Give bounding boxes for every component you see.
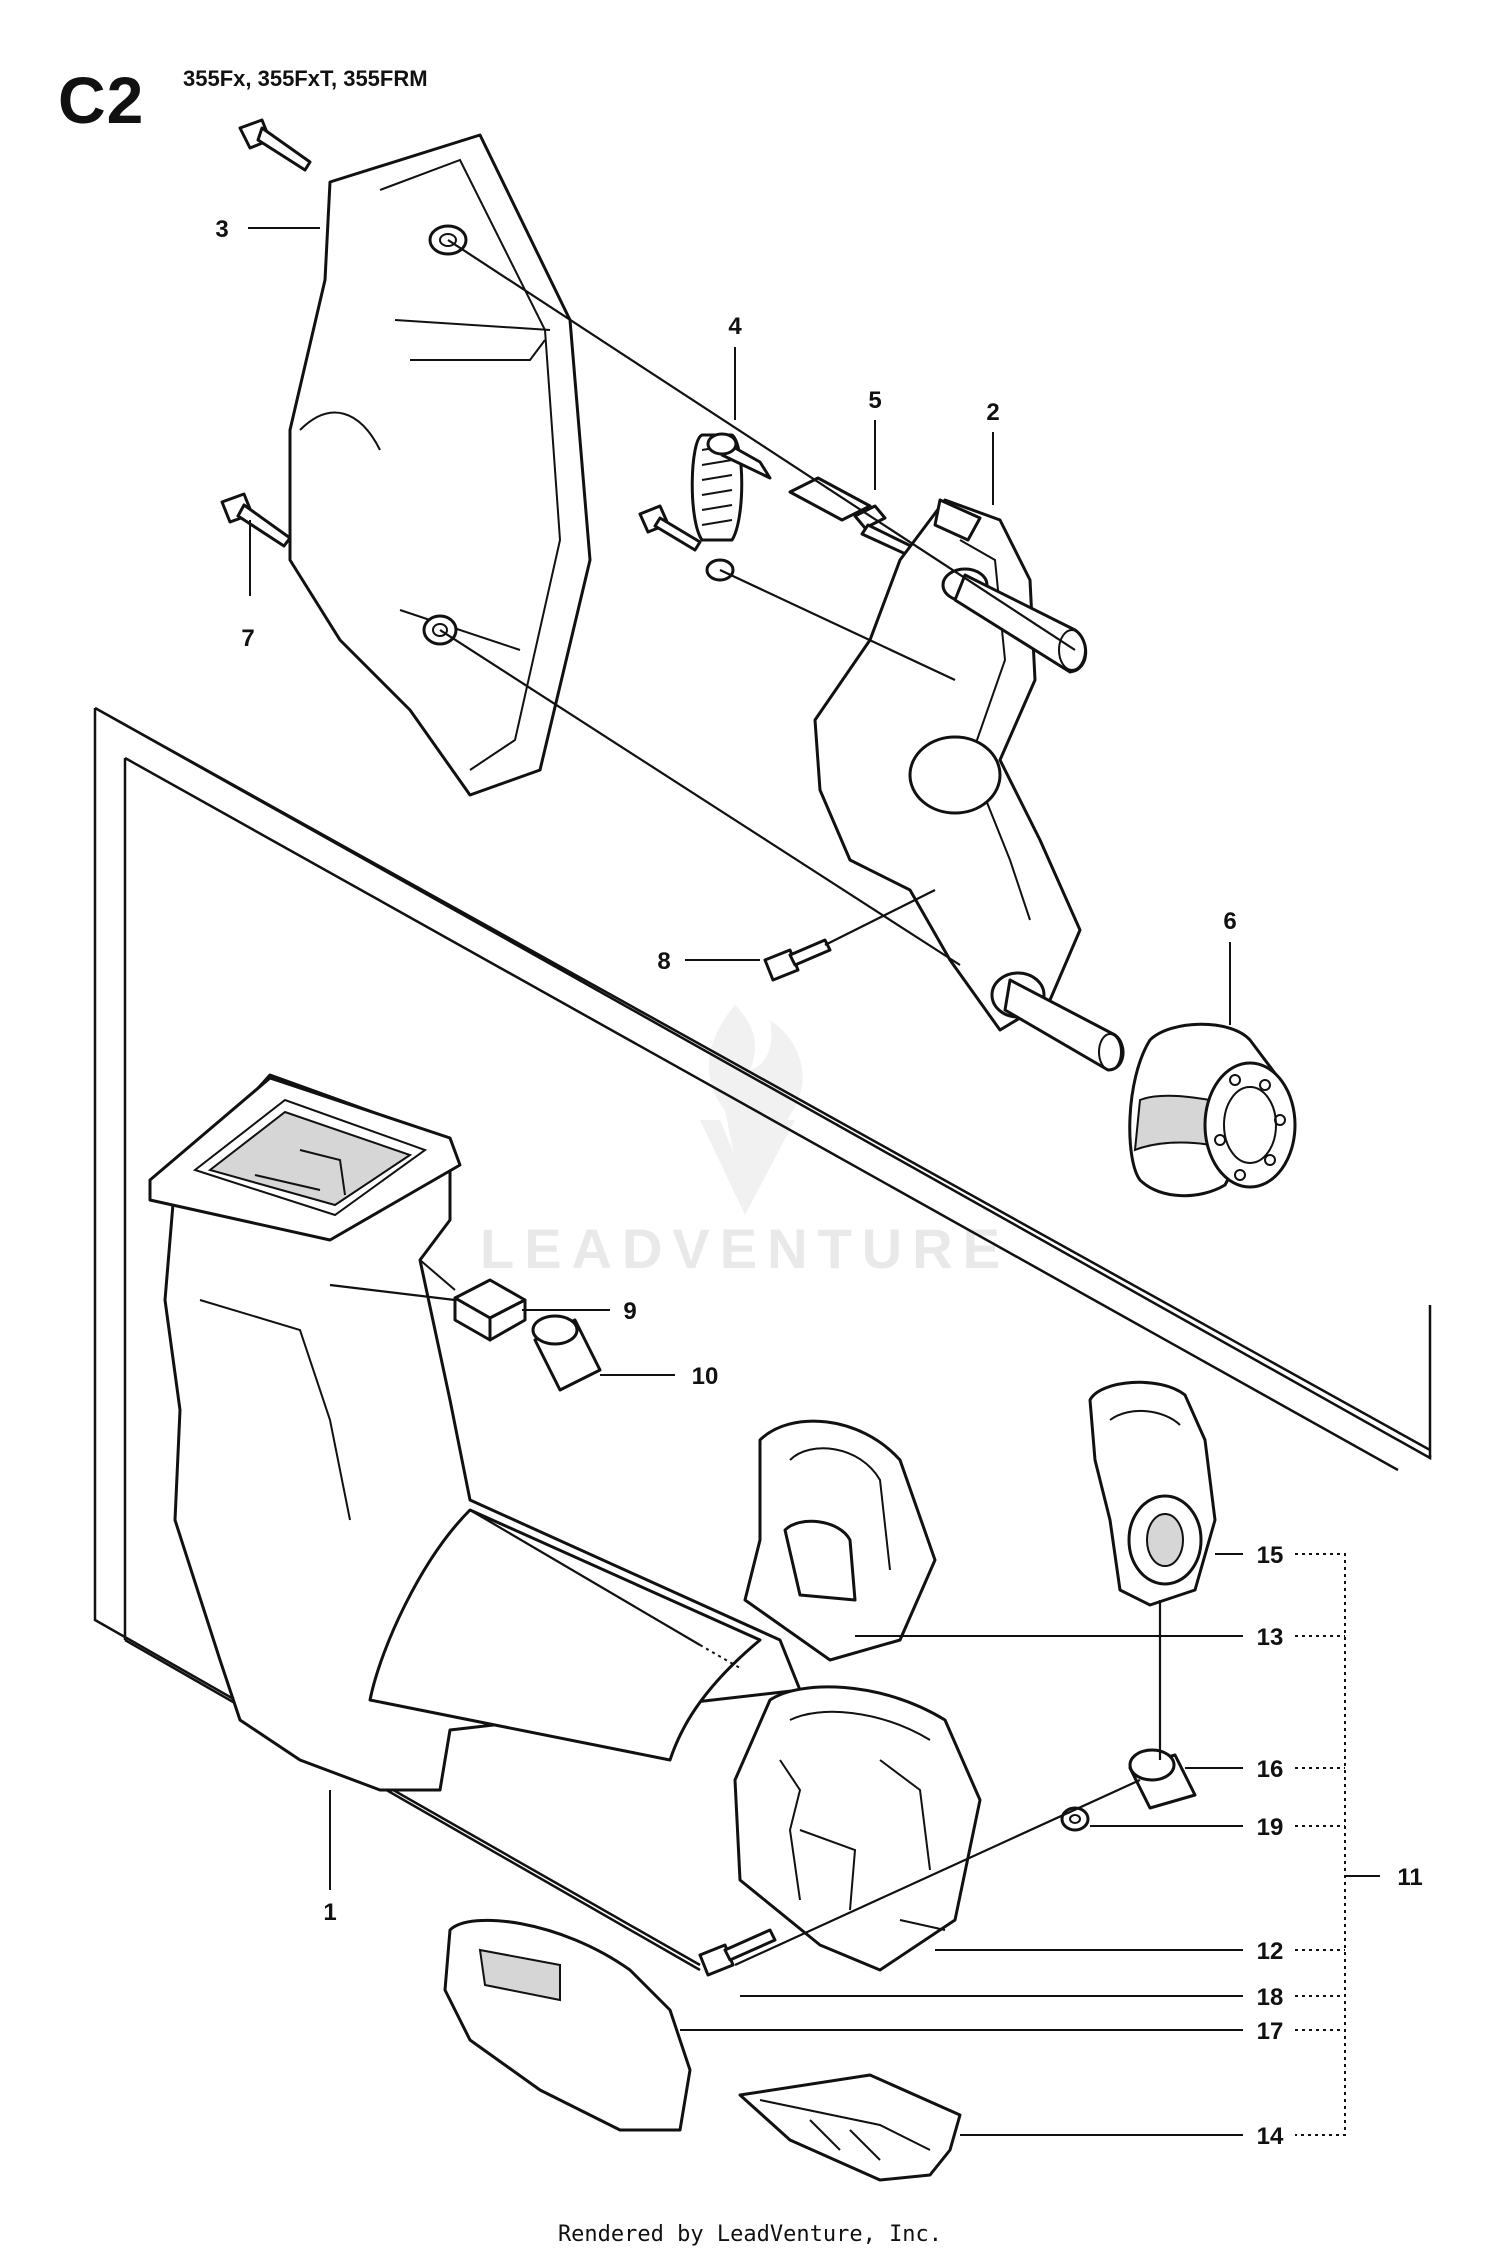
inner-assembly-frame <box>123 756 1399 1972</box>
part-14-lever[interactable] <box>738 2073 962 2182</box>
part-2-bracket[interactable] <box>813 498 1125 1072</box>
callout-13: 13 <box>1257 1624 1284 1651</box>
callout-labels: 3 4 5 2 7 8 6 9 10 1 15 13 16 19 11 12 1… <box>215 216 1422 2150</box>
callout-7: 7 <box>241 625 254 652</box>
part-12-handle-half[interactable] <box>733 1685 982 1972</box>
model-list: 355Fx, 355FxT, 355FRM <box>183 66 428 91</box>
callout-6: 6 <box>1223 908 1236 935</box>
part-16-pin[interactable] <box>1128 1748 1197 1810</box>
watermark-brand: LEADVENTURE <box>480 1217 1010 1280</box>
callout-19: 19 <box>1257 1814 1284 1841</box>
leadventure-flame-logo <box>700 1005 803 1215</box>
assembly-axes <box>329 239 1162 1967</box>
part-9-nut[interactable] <box>453 1278 527 1342</box>
callout-3: 3 <box>215 216 228 243</box>
part-8-screw[interactable] <box>763 938 832 982</box>
callout-10: 10 <box>692 1363 719 1390</box>
part-7-screw[interactable] <box>220 492 292 548</box>
callout-12: 12 <box>1257 1938 1284 1965</box>
part-4-spring[interactable] <box>690 432 772 582</box>
callout-5: 5 <box>868 387 881 414</box>
outer-assembly-frame <box>93 706 1432 1967</box>
part-13-clip[interactable] <box>743 1419 937 1662</box>
part-3-cover[interactable] <box>288 133 592 797</box>
part-10-sleeve[interactable] <box>531 1314 602 1392</box>
part-18-screw[interactable] <box>698 1928 777 1977</box>
part-19-washer[interactable] <box>1060 1806 1090 1832</box>
callout-9: 9 <box>623 1298 636 1325</box>
part-6-sleeve[interactable] <box>1128 1022 1297 1198</box>
part-1-housing[interactable] <box>148 1073 802 1792</box>
callout-18: 18 <box>1257 1984 1284 2011</box>
part-15-trigger[interactable] <box>1088 1380 1217 1607</box>
callout-4: 4 <box>728 313 742 340</box>
part-5-pin[interactable] <box>788 476 917 558</box>
part-4-screw[interactable] <box>638 504 702 552</box>
part-3-screw[interactable] <box>238 118 312 172</box>
callout-17: 17 <box>1257 2018 1284 2045</box>
callout-2: 2 <box>986 399 999 426</box>
callout-8: 8 <box>657 948 670 975</box>
callout-16: 16 <box>1257 1756 1284 1783</box>
part-17-cover[interactable] <box>443 1918 692 2132</box>
callout-1: 1 <box>323 1899 336 1926</box>
sheet-id: C2 <box>58 63 145 137</box>
callout-14: 14 <box>1257 2123 1284 2150</box>
footer-credit: Rendered by LeadVenture, Inc. <box>557 2222 943 2247</box>
leader-lines <box>248 227 1380 2136</box>
callout-15: 15 <box>1257 1542 1284 1569</box>
callout-11: 11 <box>1397 1864 1422 1891</box>
